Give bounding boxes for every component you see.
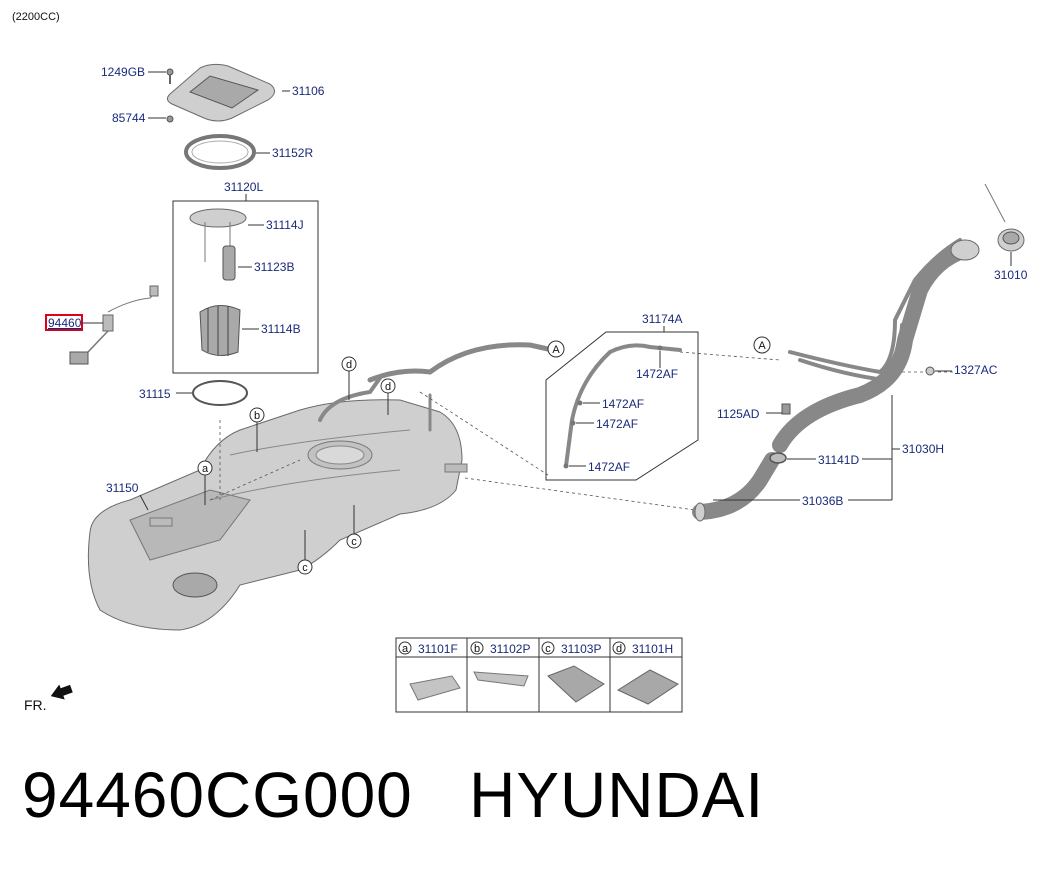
label-1249GB[interactable]: 1249GB: [101, 65, 145, 79]
label-31152R[interactable]: 31152R: [272, 146, 313, 160]
label-1472AF-4[interactable]: 1472AF: [588, 460, 630, 474]
lock-ring-31152R: [184, 134, 256, 170]
svg-text:c: c: [545, 643, 551, 655]
fuel-pump-31123B: [222, 245, 236, 281]
label-31150[interactable]: 31150: [106, 481, 139, 495]
svg-text:a: a: [402, 643, 409, 655]
part-number-title: 94460CG000 HYUNDAI: [22, 759, 765, 831]
filler-neck-31030H: [772, 238, 980, 453]
label-31120L[interactable]: 31120L: [224, 180, 263, 194]
label-31106[interactable]: 31106: [292, 84, 325, 98]
svg-text:31103P: 31103P: [561, 642, 601, 656]
label-31141D[interactable]: 31141D: [818, 453, 859, 467]
svg-text:31101F: 31101F: [418, 642, 458, 656]
svg-text:b: b: [474, 643, 480, 655]
ref-c-2: c: [297, 530, 313, 575]
label-1327AC[interactable]: 1327AC: [954, 363, 998, 377]
vent-tubes: [318, 342, 551, 432]
label-31010[interactable]: 31010: [994, 268, 1028, 282]
nut-85744: [166, 115, 174, 123]
svg-text:c: c: [302, 562, 308, 574]
ref-a: a: [197, 460, 213, 505]
svg-text:d: d: [616, 643, 622, 655]
engine-note: (2200CC): [12, 11, 60, 23]
pump-flange-31114J: [189, 208, 247, 262]
label-1472AF-3[interactable]: 1472AF: [596, 417, 638, 431]
bolt-1249GB: [166, 68, 174, 84]
svg-text:d: d: [385, 381, 391, 393]
legend-item-c: c 31103P: [541, 641, 605, 703]
ref-d-1: d: [341, 356, 357, 400]
svg-text:A: A: [758, 340, 766, 352]
label-1472AF-1[interactable]: 1472AF: [636, 367, 678, 381]
vent-tube-box: [545, 331, 699, 481]
ref-A-filler: A: [753, 336, 771, 354]
fuel-cap-31010: [984, 183, 1025, 252]
svg-text:d: d: [346, 359, 352, 371]
clip-1327AC: [925, 366, 935, 376]
front-arrow-icon: [50, 684, 73, 700]
label-31114J[interactable]: 31114J: [266, 218, 304, 232]
svg-text:b: b: [254, 410, 260, 422]
front-label: FR.: [24, 697, 47, 713]
ref-d-2: d: [380, 378, 396, 415]
svg-text:31102P: 31102P: [490, 642, 530, 656]
legend-table: a 31101F b 31102P c 31103P d 31101H: [395, 637, 683, 713]
ref-b: b: [249, 407, 265, 452]
pump-reservoir-31114B: [199, 305, 241, 356]
legend-item-b: b 31102P: [470, 641, 530, 687]
clamp-31141D: [769, 452, 787, 464]
label-31123B[interactable]: 31123B: [254, 260, 294, 274]
gasket-31115: [192, 380, 248, 406]
label-31174A[interactable]: 31174A: [642, 312, 682, 326]
bolt-1125AD: [781, 403, 791, 415]
label-1125AD[interactable]: 1125AD: [717, 407, 760, 421]
fuel-tank-31150: [87, 399, 468, 631]
svg-text:a: a: [202, 463, 209, 475]
legend-item-a: a 31101F: [398, 641, 461, 701]
label-94460[interactable]: 94460: [48, 316, 82, 330]
cover-plate-31106: [166, 63, 275, 122]
label-31030H[interactable]: 31030H: [902, 442, 944, 456]
svg-text:c: c: [351, 536, 357, 548]
svg-text:A: A: [552, 344, 560, 356]
label-85744[interactable]: 85744: [112, 111, 146, 125]
front-direction-indicator: FR.: [24, 684, 73, 713]
svg-text:31101H: 31101H: [632, 642, 673, 656]
label-31115[interactable]: 31115: [139, 387, 171, 401]
label-31114B[interactable]: 31114B: [261, 322, 301, 336]
label-1472AF-2[interactable]: 1472AF: [602, 397, 644, 411]
label-31036B[interactable]: 31036B: [802, 494, 843, 508]
ref-c-1: c: [346, 505, 362, 549]
vent-tube-31174A: [563, 343, 682, 469]
fuel-tank-parts-diagram: (2200CC) 1249GB 31106 85744 31152R 31120…: [12, 11, 1028, 713]
hose-31036B: [692, 452, 780, 522]
ref-A-tank: A: [547, 340, 565, 358]
legend-item-d: d 31101H: [612, 641, 679, 705]
fuel-sender-94460: [69, 285, 159, 365]
pump-assembly-box: [172, 200, 319, 374]
